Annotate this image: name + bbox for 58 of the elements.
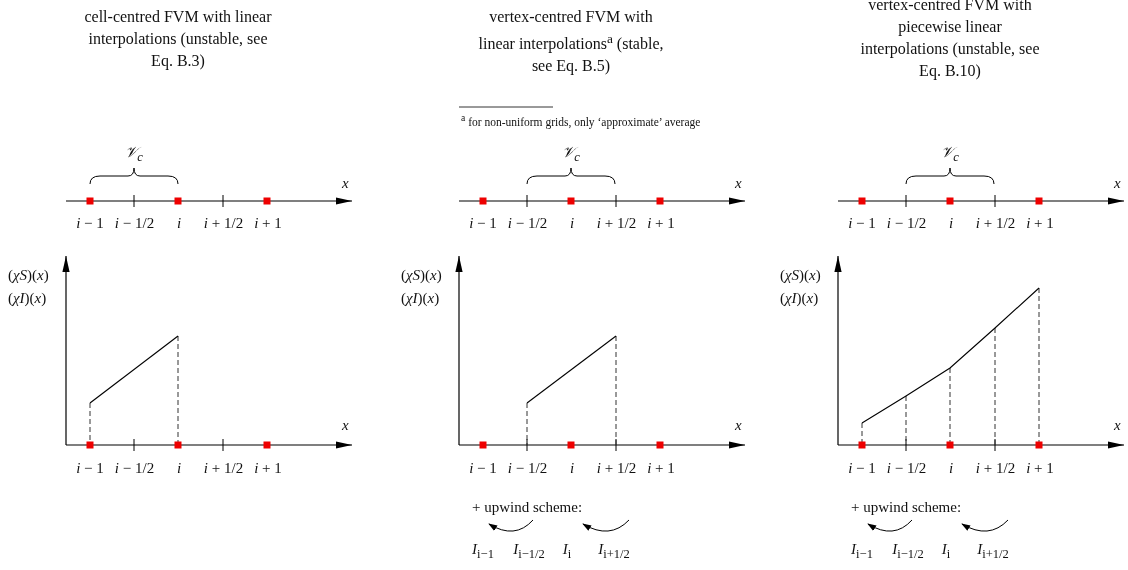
axis-label: x	[1114, 174, 1121, 192]
axis-label: x	[735, 416, 742, 434]
tick-label: i + 1/2	[975, 214, 1016, 232]
flux-label: I$_{i+1/2}$	[977, 540, 1009, 563]
axis-label: (χS)(x)	[8, 266, 49, 284]
tick-label: i + 1/2	[596, 214, 637, 232]
axis-label: x	[342, 174, 349, 192]
tick-label: i + 1/2	[975, 459, 1016, 477]
tick-label: i − 1/2	[507, 459, 548, 477]
tick-label: i − 1	[76, 214, 104, 232]
tick-label: i	[176, 459, 182, 477]
tick-label: i + 1	[254, 459, 282, 477]
axis-label: (χS)(x)	[780, 266, 821, 284]
flux-label: I$_{i−1}$	[851, 540, 873, 563]
flux-label: I$_{i+1/2}$	[598, 540, 630, 563]
axis-label: (χI)(x)	[8, 289, 47, 307]
footnote: $^{a}$ for non-uniform grids, only ‘approximate’ average	[461, 111, 702, 130]
tick-label: i + 1	[647, 214, 675, 232]
brace-label: 𝒱$_{c}$	[941, 143, 959, 166]
tick-label: i + 1	[1026, 459, 1054, 477]
tick-label: i − 1	[76, 459, 104, 477]
axis-label: x	[1114, 416, 1121, 434]
flux-label: I$_{i}$	[562, 540, 572, 563]
axis-label: x	[735, 174, 742, 192]
flux-label: I$_{i}$	[941, 540, 951, 563]
brace-label: 𝒱$_{c}$	[125, 143, 143, 166]
tick-label: i	[569, 214, 575, 232]
tick-label: i − 1/2	[114, 459, 155, 477]
tick-label: i + 1/2	[203, 214, 244, 232]
tick-label: i + 1	[647, 459, 675, 477]
tick-label: i − 1	[848, 214, 876, 232]
scheme-label: + upwind scheme:	[850, 498, 962, 516]
panel-title: vertex-centred FVM with linear interpolations$^{a}$ (stable, see Eq. B.5)	[477, 7, 665, 77]
flux-label: I$_{i−1/2}$	[892, 540, 924, 563]
panel-title: cell-centred FVM with linear interpolations (unstable, see Eq. B.3)	[83, 7, 273, 72]
tick-label: i	[948, 214, 954, 232]
scheme-label: + upwind scheme:	[471, 498, 583, 516]
tick-label: i	[948, 459, 954, 477]
tick-label: i − 1	[469, 459, 497, 477]
tick-label: i − 1/2	[886, 214, 927, 232]
axis-label: x	[342, 416, 349, 434]
brace-label: 𝒱$_{c}$	[562, 143, 580, 166]
tick-label: i	[176, 214, 182, 232]
axis-label: (χI)(x)	[401, 289, 440, 307]
tick-label: i	[569, 459, 575, 477]
flux-label: I$_{i−1}$	[472, 540, 494, 563]
tick-label: i − 1/2	[507, 214, 548, 232]
tick-label: i + 1	[254, 214, 282, 232]
tick-label: i − 1	[469, 214, 497, 232]
tick-label: i − 1/2	[886, 459, 927, 477]
axis-label: (χS)(x)	[401, 266, 442, 284]
tick-label: i − 1/2	[114, 214, 155, 232]
axis-label: (χI)(x)	[780, 289, 819, 307]
tick-label: i + 1	[1026, 214, 1054, 232]
flux-label: I$_{i−1/2}$	[513, 540, 545, 563]
tick-label: i − 1	[848, 459, 876, 477]
tick-label: i + 1/2	[596, 459, 637, 477]
tick-label: i + 1/2	[203, 459, 244, 477]
